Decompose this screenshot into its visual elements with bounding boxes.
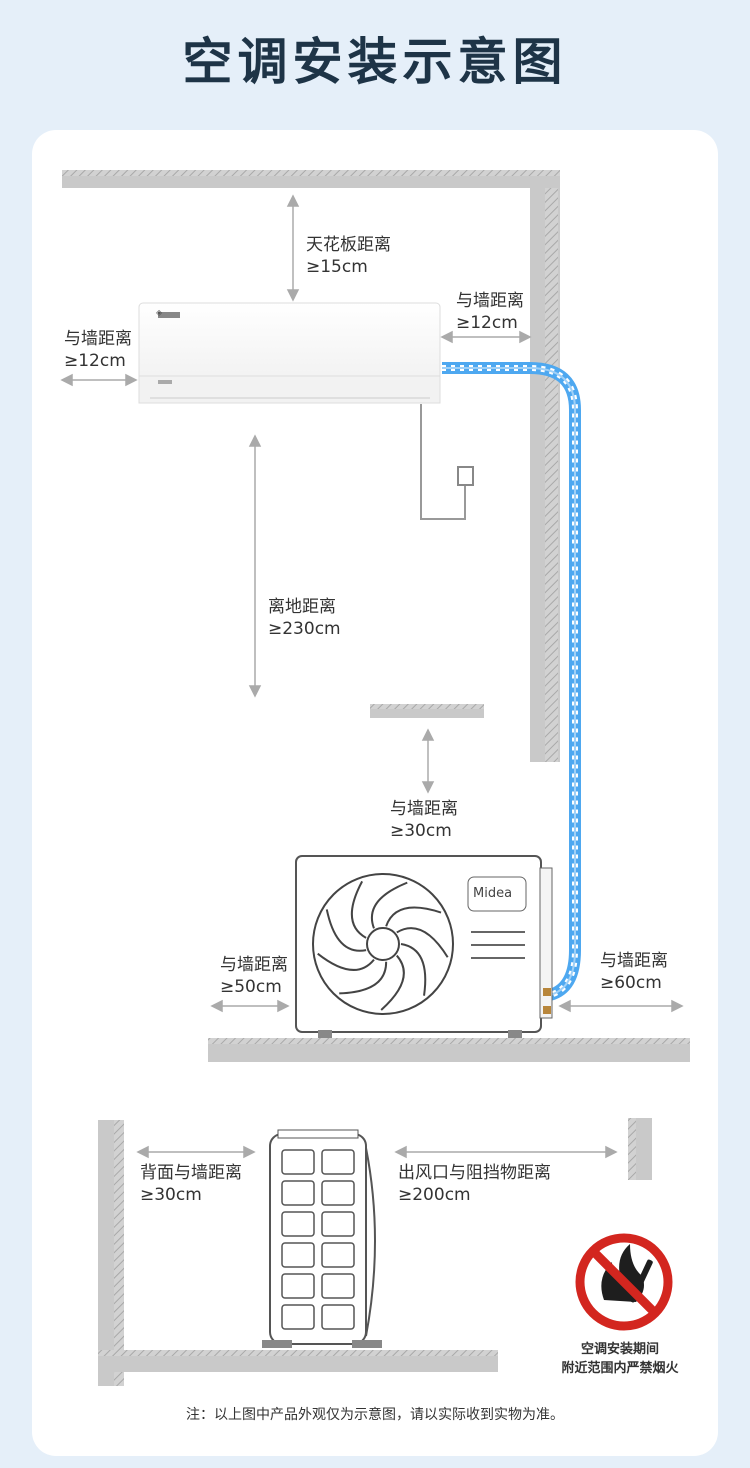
- fire-warning-line-2: 附近范围内严禁烟火: [561, 1361, 679, 1376]
- outdoor-left-distance-name: 与墙距离: [220, 955, 288, 975]
- ground-slab: [208, 1038, 690, 1062]
- back-distance-label: 背面与墙距离 ≥30cm: [140, 1162, 242, 1206]
- indoor-right-distance-label: 与墙距离 ≥12cm: [456, 290, 524, 334]
- floor-distance-label: 离地距离 ≥230cm: [268, 596, 341, 640]
- outdoor-top-distance-name: 与墙距离: [390, 799, 458, 819]
- indoor-left-arrow: [60, 373, 138, 387]
- floor-distance-arrow: [248, 434, 262, 698]
- fire-warning-line-1: 空调安装期间: [580, 1342, 659, 1357]
- outlet-distance-name: 出风口与阻挡物距离: [398, 1163, 551, 1183]
- outdoor-left-distance-value: ≥50cm: [220, 977, 282, 997]
- outdoor-top-distance-value: ≥30cm: [390, 821, 452, 841]
- back-distance-value: ≥30cm: [140, 1185, 202, 1205]
- vent-grid: [281, 1149, 355, 1330]
- outlet-distance-arrow: [394, 1145, 618, 1159]
- outdoor-right-distance-name: 与墙距离: [600, 951, 668, 971]
- disclaimer-note: 注：以上图中产品外观仅为示意图，请以实际收到实物为准。: [186, 1407, 564, 1423]
- indoor-right-distance-name: 与墙距离: [456, 291, 524, 311]
- outdoor-top-distance-label: 与墙距离 ≥30cm: [390, 798, 458, 842]
- indoor-brand-logo: ◈: [156, 308, 163, 317]
- ceiling-distance-name: 天花板距离: [306, 235, 391, 255]
- outdoor-right-distance-label: 与墙距离 ≥60cm: [600, 950, 668, 994]
- power-cable: [420, 404, 474, 520]
- floor-distance-value: ≥230cm: [268, 619, 341, 639]
- fire-warning-text: 空调安装期间 附近范围内严禁烟火: [540, 1340, 700, 1378]
- ceiling-distance-arrow: [286, 194, 300, 302]
- outdoor-top-arrow: [421, 728, 435, 794]
- wall-shelf: [370, 704, 484, 718]
- outdoor-right-arrow: [558, 999, 684, 1013]
- ceiling-distance-value: ≥15cm: [306, 257, 368, 277]
- back-distance-arrow: [136, 1145, 256, 1159]
- outdoor-brand-logo: Midea: [473, 886, 513, 901]
- outdoor-left-arrow: [210, 999, 290, 1013]
- floor-distance-name: 离地距离: [268, 597, 336, 617]
- no-fire-icon: [575, 1233, 673, 1331]
- outlet-distance-label: 出风口与阻挡物距离 ≥200cm: [398, 1162, 551, 1206]
- ceiling-distance-label: 天花板距离 ≥15cm: [306, 234, 391, 278]
- indoor-left-distance-name: 与墙距离: [64, 329, 132, 349]
- outdoor-left-distance-label: 与墙距离 ≥50cm: [220, 954, 288, 998]
- outdoor-right-distance-value: ≥60cm: [600, 973, 662, 993]
- indoor-right-arrow: [440, 330, 532, 344]
- indoor-unit: [138, 302, 441, 404]
- page-title: 空调安装示意图: [182, 33, 568, 91]
- outlet-distance-value: ≥200cm: [398, 1185, 471, 1205]
- indoor-left-distance-value: ≥12cm: [64, 351, 126, 371]
- refrigerant-pipe: [442, 362, 581, 1001]
- bottom-walls: [98, 1118, 652, 1386]
- indoor-left-distance-label: 与墙距离 ≥12cm: [64, 328, 132, 372]
- indoor-right-distance-value: ≥12cm: [456, 313, 518, 333]
- back-distance-name: 背面与墙距离: [140, 1163, 242, 1183]
- fan-icon: [312, 873, 454, 1015]
- ceiling-wall: [62, 170, 560, 762]
